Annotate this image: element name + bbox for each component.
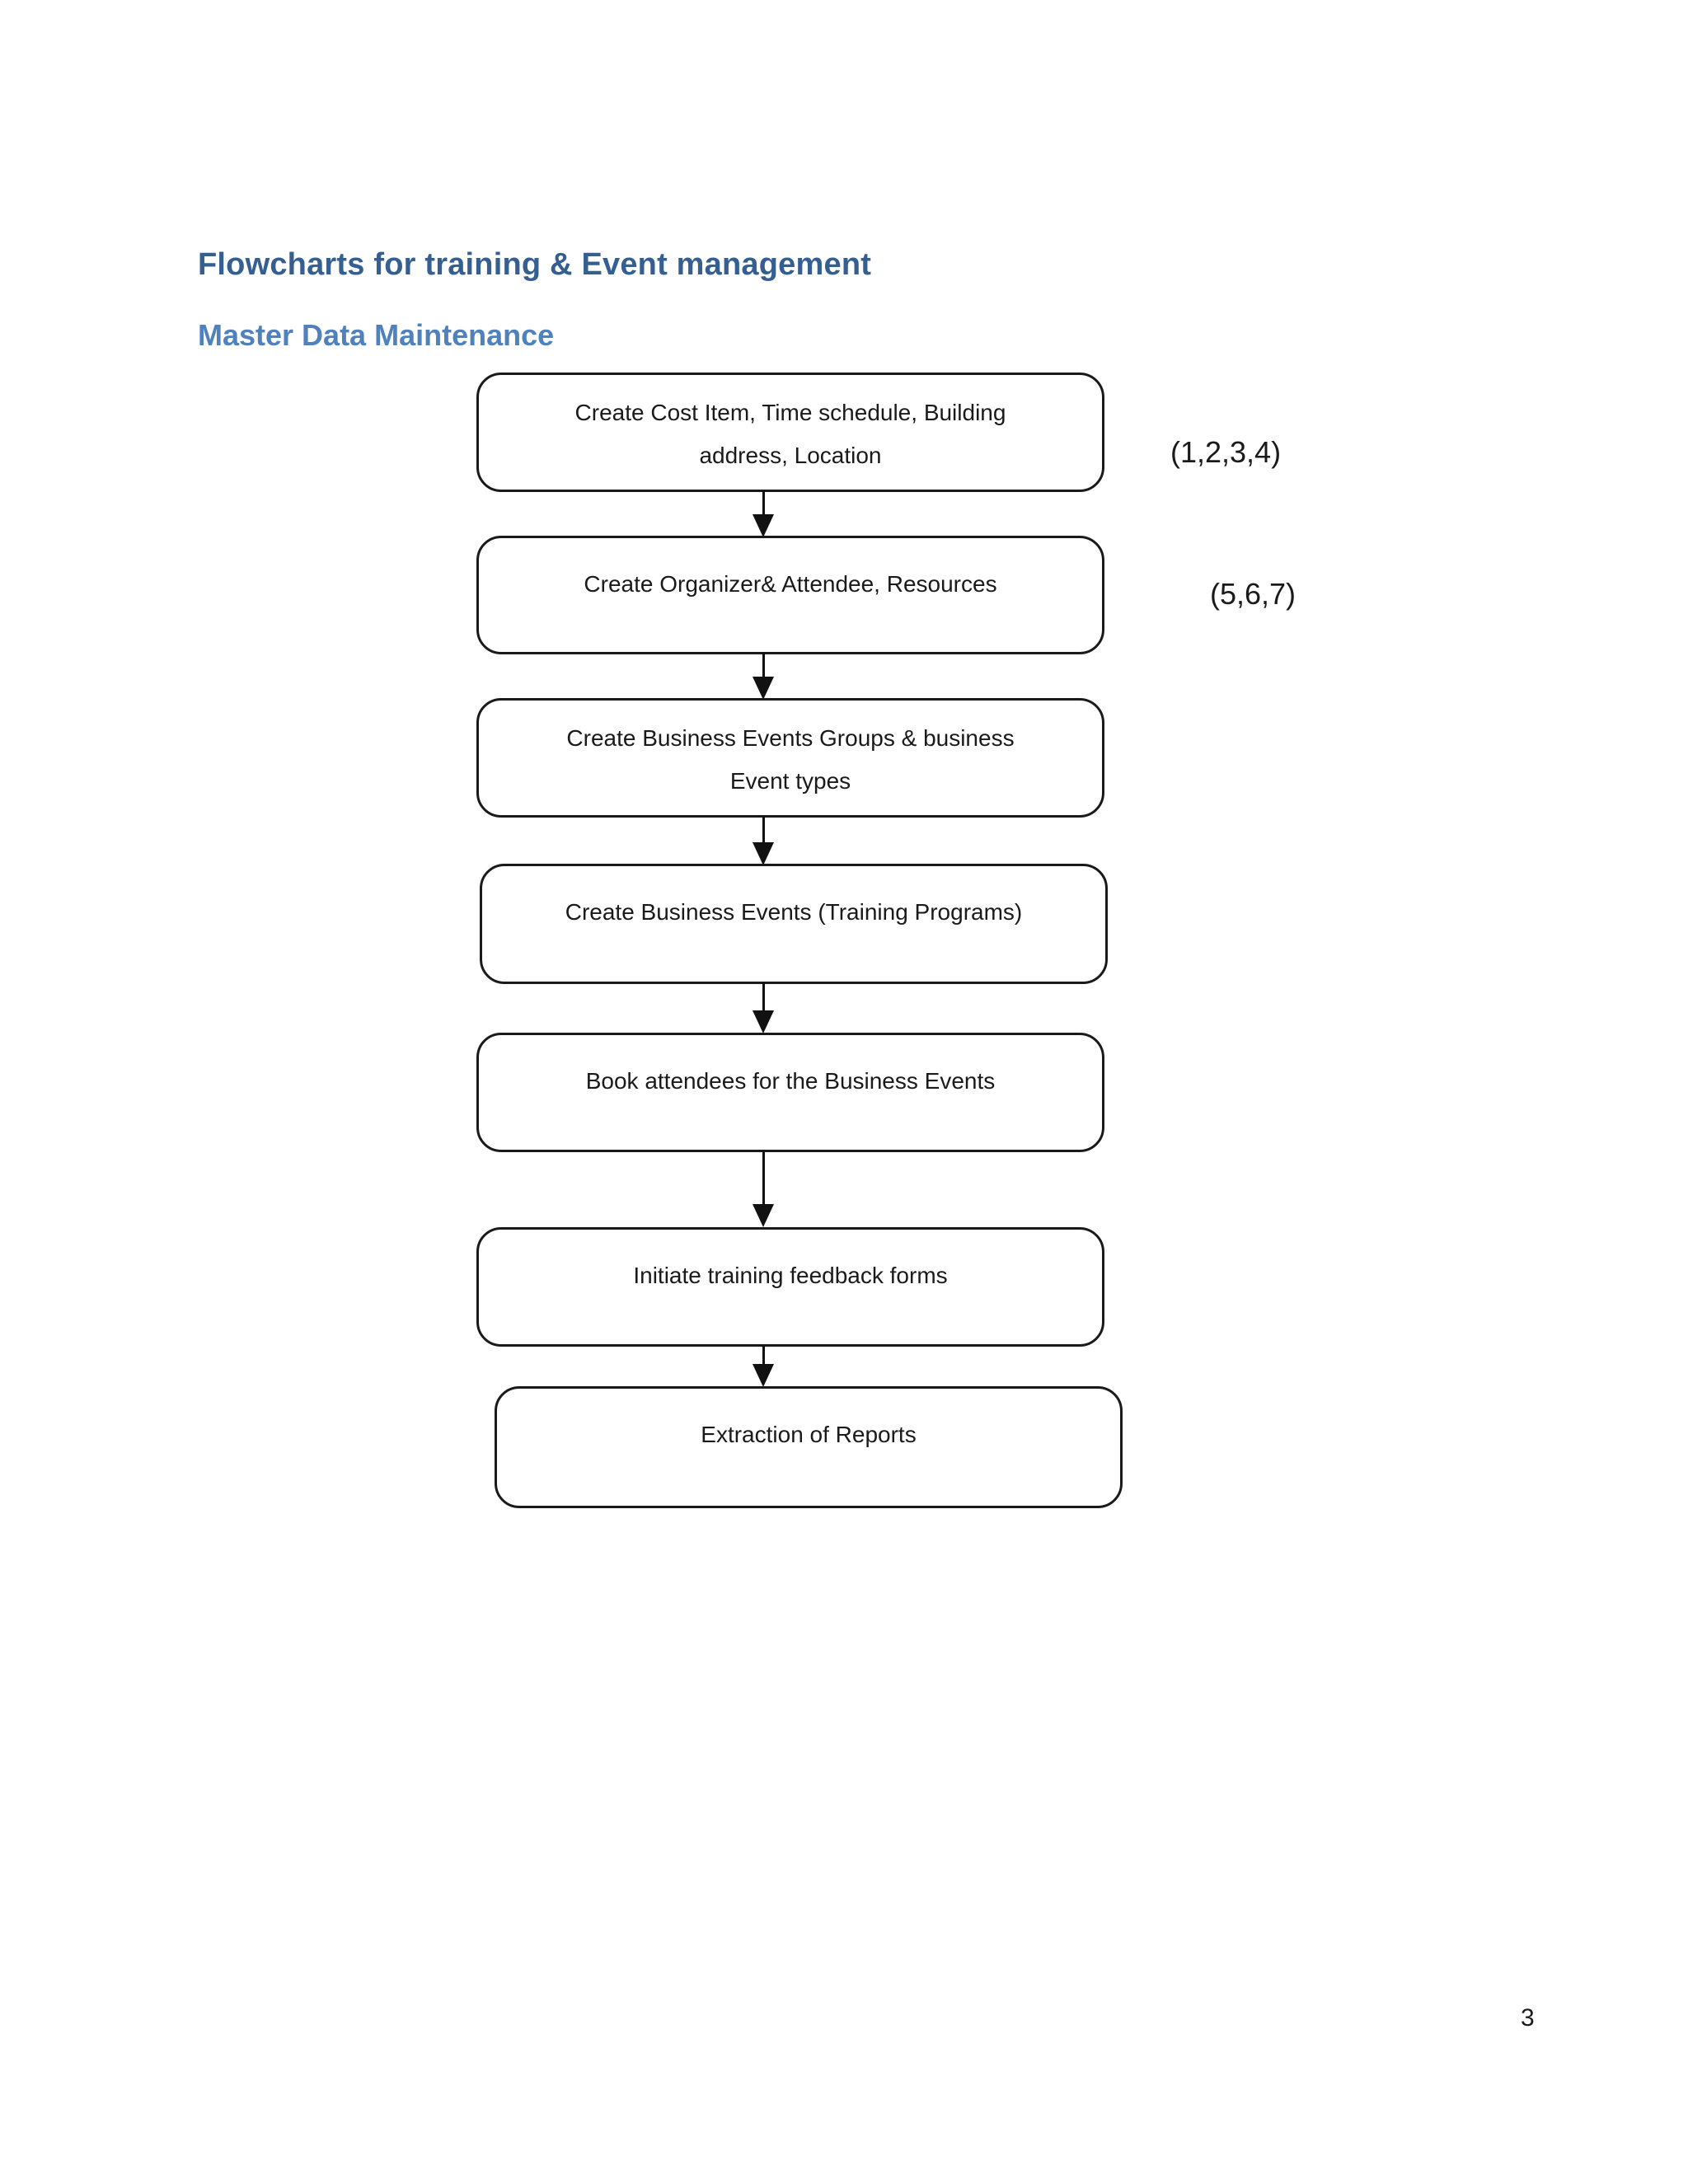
arrow-head-icon bbox=[753, 1204, 774, 1227]
flow-arrow bbox=[753, 982, 774, 1033]
flow-arrow bbox=[753, 1151, 774, 1227]
arrow-head-icon bbox=[753, 842, 774, 865]
arrow-stem bbox=[762, 653, 765, 677]
arrow-head-icon bbox=[753, 677, 774, 700]
arrow-stem bbox=[762, 982, 765, 1011]
arrow-head-icon bbox=[753, 1010, 774, 1033]
arrow-head-icon bbox=[753, 1364, 774, 1387]
box-text-line: Initiate training feedback forms bbox=[633, 1263, 948, 1288]
flow-box-book-attendees: Book attendees for the Business Events bbox=[476, 1033, 1104, 1152]
box-text-line: Create Organizer& Attendee, Resources bbox=[584, 571, 997, 597]
flow-box-create-business-events: Create Business Events (Training Program… bbox=[480, 864, 1108, 984]
flow-box-create-cost-item: Create Cost Item, Time schedule, Buildin… bbox=[476, 373, 1104, 492]
box-text-line: Create Business Events (Training Program… bbox=[565, 899, 1023, 925]
page-title: Flowcharts for training & Event manageme… bbox=[198, 247, 872, 282]
box-text-line: address, Location bbox=[699, 443, 882, 468]
arrow-stem bbox=[762, 490, 765, 515]
flow-box-create-event-groups: Create Business Events Groups & business… bbox=[476, 698, 1104, 818]
flow-arrow bbox=[753, 653, 774, 700]
page-number: 3 bbox=[1521, 2004, 1535, 2032]
flow-box-initiate-feedback: Initiate training feedback forms bbox=[476, 1227, 1104, 1347]
flow-arrow bbox=[753, 816, 774, 865]
arrow-stem bbox=[762, 1151, 765, 1205]
section-title: Master Data Maintenance bbox=[198, 318, 555, 352]
arrow-head-icon bbox=[753, 514, 774, 537]
arrow-stem bbox=[762, 1346, 765, 1365]
box-text-line: Extraction of Reports bbox=[701, 1422, 917, 1447]
flow-arrow bbox=[753, 490, 774, 537]
arrow-stem bbox=[762, 816, 765, 843]
box-text-line: Create Cost Item, Time schedule, Buildin… bbox=[574, 400, 1006, 425]
flow-box-extraction-of-reports: Extraction of Reports bbox=[495, 1386, 1123, 1508]
box-text-line: Event types bbox=[729, 768, 851, 794]
box-text-line: Create Business Events Groups & business bbox=[566, 725, 1015, 751]
flow-arrow bbox=[753, 1346, 774, 1387]
annotation-steps-5-6-7: (5,6,7) bbox=[1210, 577, 1296, 611]
box-text-line: Book attendees for the Business Events bbox=[585, 1068, 996, 1094]
flow-box-create-organizer-attendee: Create Organizer& Attendee, Resources bbox=[476, 536, 1104, 654]
annotation-steps-1-2-3-4: (1,2,3,4) bbox=[1170, 435, 1282, 469]
